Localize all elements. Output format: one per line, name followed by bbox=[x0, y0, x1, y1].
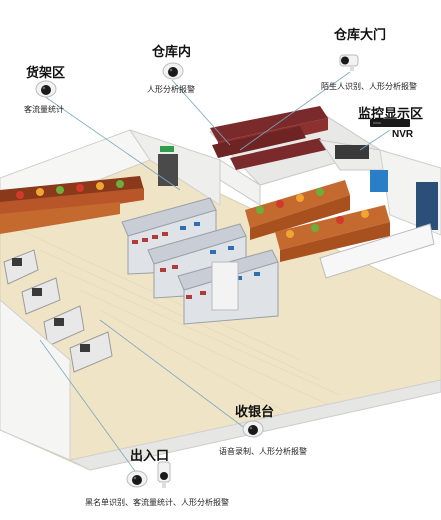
cooler bbox=[370, 170, 388, 192]
dome-camera-icon bbox=[162, 62, 184, 80]
exit-door bbox=[158, 154, 178, 186]
produce-crates bbox=[245, 180, 390, 262]
callout-shelf-area-desc: 客流量统计 bbox=[24, 105, 64, 114]
callout-warehouse-inside-title: 仓库内 bbox=[152, 44, 192, 59]
exit-sign bbox=[160, 146, 174, 152]
checkout-counters bbox=[3, 249, 113, 373]
refrigerator bbox=[416, 182, 438, 230]
display-board bbox=[211, 261, 239, 311]
callout-warehouse-gate-desc: 陌生人识别、人形分析报警 bbox=[321, 82, 417, 91]
callout-entrance-title: 出入口 bbox=[130, 448, 170, 463]
callout-shelf-area-title: 货架区 bbox=[26, 65, 66, 80]
callout-warehouse-inside-desc: 人形分析报警 bbox=[147, 85, 195, 94]
callout-monitor-area-device: NVR bbox=[392, 129, 414, 140]
callout-entrance-desc: 黑名单识别、客流量统计、人形分析报警 bbox=[85, 498, 229, 507]
nvr-icon bbox=[370, 119, 410, 127]
leader-lines bbox=[39, 71, 391, 479]
callout-warehouse-gate-title: 仓库大门 bbox=[334, 27, 387, 42]
dome-camera-icon bbox=[35, 80, 57, 98]
bullet-camera-icon bbox=[157, 461, 171, 488]
callout-checkout-title: 收银台 bbox=[235, 404, 275, 419]
dome-camera-icon bbox=[242, 420, 264, 438]
dome-camera-icon bbox=[126, 470, 148, 488]
freezer-bank bbox=[319, 223, 435, 279]
bullet-camera-icon bbox=[339, 54, 359, 71]
monitor-desk bbox=[335, 145, 369, 159]
callout-checkout-desc: 语音录制、人形分析报警 bbox=[219, 447, 307, 456]
warehouse-wall bbox=[219, 159, 261, 206]
callout-monitor-area-title: 监控显示区 bbox=[358, 106, 424, 121]
left-produce-shelves bbox=[0, 176, 144, 234]
